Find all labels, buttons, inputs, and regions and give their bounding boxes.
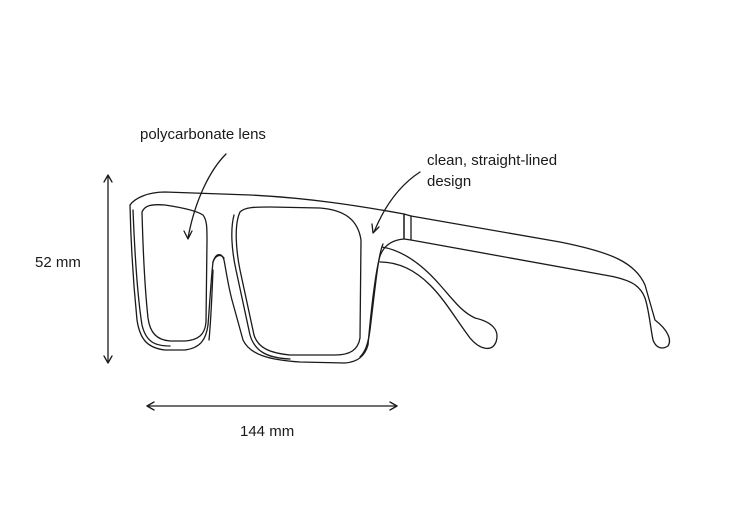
lens-left [141,204,208,342]
lens-callout-arrow [183,153,227,240]
width-label: 144 mm [240,423,295,440]
frame-outer [129,191,405,364]
height-label: 52 mm [35,254,81,271]
width-dimension-arrow [146,401,398,411]
hinge [403,213,412,241]
height-dimension-arrow [103,174,113,364]
design-label-line1: clean, straight-lined [427,152,558,169]
frame-inner-edge-left [132,209,171,347]
design-callout-arrow [371,171,421,234]
lens-right-rim [231,214,291,360]
frame-inner-edge-right [359,243,384,358]
nose-pad [208,254,225,341]
lens-label: polycarbonate lens [140,126,266,143]
far-temple [379,246,498,349]
near-temple [410,215,671,349]
design-label-line2: design [427,173,472,190]
lens-right [235,206,362,356]
